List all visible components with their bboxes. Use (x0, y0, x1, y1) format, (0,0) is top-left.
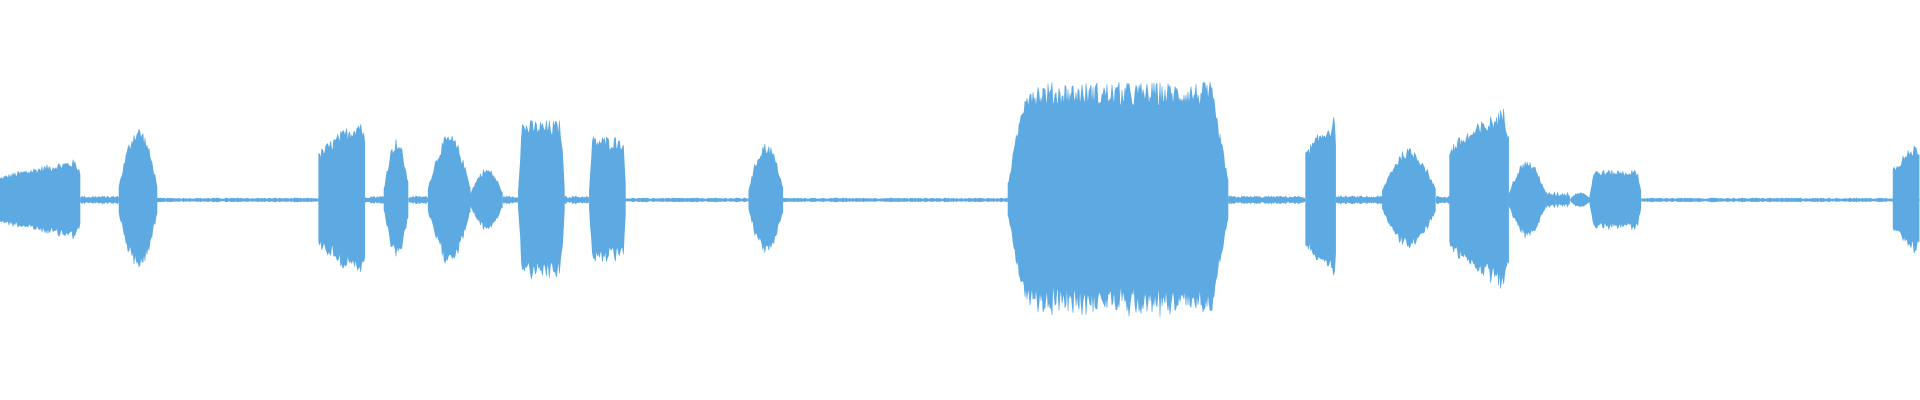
waveform-segment (0, 159, 81, 240)
waveform-segment (1449, 108, 1509, 289)
waveform-segment (748, 143, 784, 253)
waveform-segment (318, 124, 366, 272)
waveform-segment (383, 139, 409, 257)
waveform-segment (1305, 117, 1336, 276)
waveform-segment (1382, 148, 1436, 249)
waveform-segment (427, 135, 471, 264)
waveform-segment (118, 128, 158, 268)
waveform-segment (589, 136, 626, 262)
